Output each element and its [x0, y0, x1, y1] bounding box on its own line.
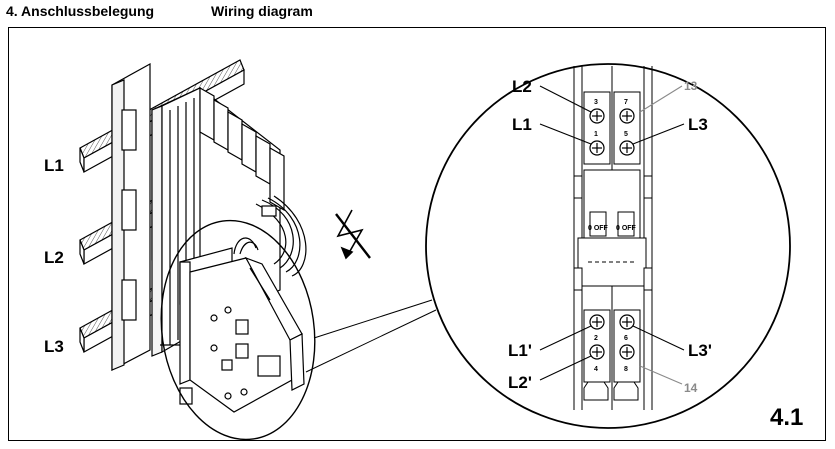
switch-label-right: 0 OFF: [616, 225, 637, 232]
device-body: [151, 86, 307, 357]
terminal-number-2: 2: [594, 335, 598, 342]
leader-lines: [539, 85, 685, 381]
auxiliary-contact-block: [189, 237, 305, 413]
aux-label-13: 13: [684, 79, 698, 93]
title-english: Wiring diagram: [211, 3, 313, 19]
terminal-label-l2-prime: L2': [508, 373, 532, 392]
busbar-assembly: [79, 59, 307, 413]
terminal-number-8: 8: [624, 366, 628, 373]
terminal-label-l1: L1: [512, 115, 532, 134]
zoom-connector-bottom: [305, 309, 437, 373]
page-header: 4. Anschlussbelegung Wiring diagram: [6, 3, 829, 21]
screw-4: [589, 344, 605, 360]
no-voltage-warning-icon: [335, 209, 371, 260]
diagram-frame: [8, 27, 826, 441]
aux-label-14: 14: [684, 381, 698, 395]
screw-5: [619, 140, 635, 156]
title-german: 4. Anschlussbelegung: [6, 3, 155, 19]
screw-1: [589, 140, 605, 156]
terminal-number-5: 5: [624, 131, 628, 138]
screw-3: [589, 108, 605, 124]
screw-8: [619, 344, 635, 360]
terminal-label-l2: L2: [512, 77, 532, 96]
terminal-number-7: 7: [624, 99, 628, 106]
terminal-label-l3-prime: L3': [688, 341, 712, 360]
bus-label-l3: L3: [44, 337, 64, 356]
bus-label-l1: L1: [44, 156, 64, 175]
terminal-screws: [589, 108, 635, 360]
switch-label-left: 0 OFF: [588, 225, 609, 232]
terminal-number-6: 6: [624, 335, 628, 342]
terminal-label-l3: L3: [688, 115, 708, 134]
figure-number: 4.1: [770, 404, 803, 431]
terminal-number-3: 3: [594, 99, 598, 106]
bus-label-l2: L2: [44, 248, 64, 267]
aux-leader-lines: [639, 85, 683, 385]
screw-7: [619, 108, 635, 124]
screw-6: [619, 314, 635, 330]
screw-2: [589, 314, 605, 330]
zoom-connector-top: [313, 299, 433, 339]
terminal-label-l1-prime: L1': [508, 341, 532, 360]
terminal-block-detail: [573, 66, 653, 410]
zoom-ellipse: [160, 219, 316, 441]
busbar-holder: [111, 62, 151, 371]
terminal-number-1: 1: [594, 131, 598, 138]
terminal-number-4: 4: [594, 366, 598, 373]
